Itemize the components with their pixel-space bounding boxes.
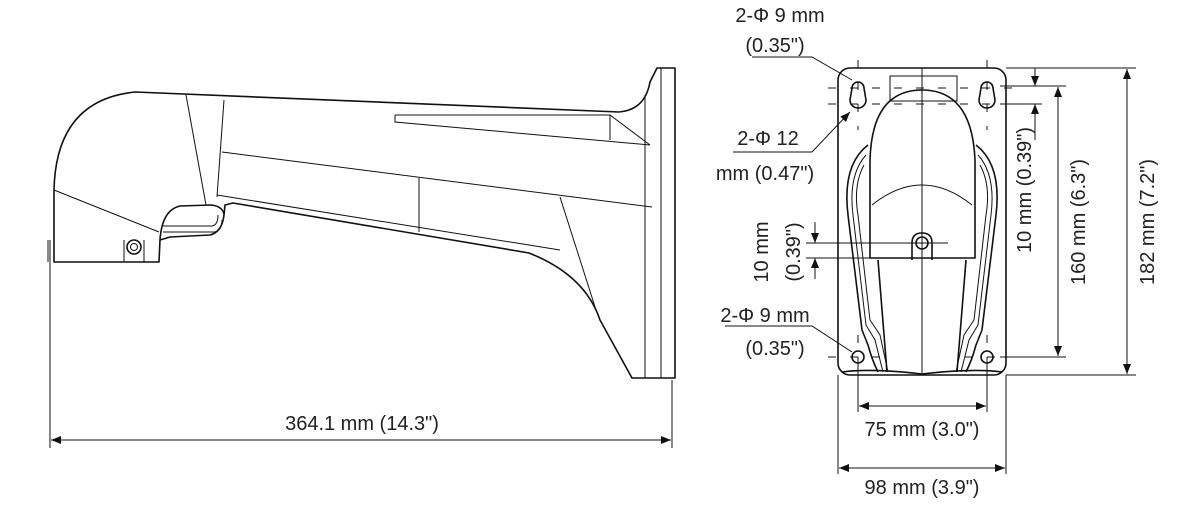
front-view: 2-Φ 9 mm (0.35") 2-Φ 12 mm (0.47") 2-Φ 9…: [716, 5, 1159, 499]
plate-width-label: 98 mm (3.9"): [865, 477, 980, 499]
top-right-keyhole: [978, 81, 996, 109]
hole-spacing-horizontal-label: 75 mm (3.0"): [865, 419, 980, 441]
nut-offset-label-2: (0.39"): [783, 222, 805, 281]
elbow-bump: [159, 204, 225, 241]
keyhole-label-2: mm (0.47"): [716, 163, 814, 185]
top-holes-label-1: 2-Φ 9 mm: [735, 5, 824, 27]
top-holes-label-2: (0.35"): [745, 35, 804, 57]
nut-offset-label-1: 10 mm: [751, 221, 773, 282]
keyhole-label-1: 2-Φ 12: [737, 128, 799, 150]
keyhole-offset-label: 10 mm (0.39"): [1014, 127, 1036, 253]
hole-spacing-vertical-label: 160 mm (6.3"): [1068, 159, 1090, 285]
top-left-keyhole: [849, 81, 867, 109]
length-dimension: 364.1 mm (14.3"): [49, 240, 673, 448]
plate-height-label: 182 mm (7.2"): [1137, 159, 1159, 285]
nut-icon: [123, 239, 145, 262]
length-label: 364.1 mm (14.3"): [285, 413, 439, 435]
bottom-holes-label-1: 2-Φ 9 mm: [720, 305, 809, 327]
side-view: 364.1 mm (14.3"): [47, 67, 676, 448]
bottom-holes-label-2: (0.35"): [745, 338, 804, 360]
